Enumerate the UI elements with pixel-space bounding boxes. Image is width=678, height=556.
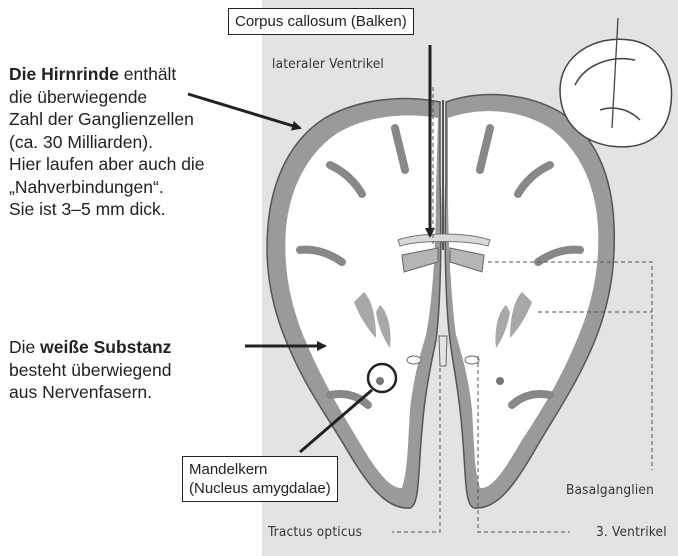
white-matter-line: aus Nervenfasern.	[9, 381, 171, 404]
corpus-callosum-label: Corpus callosum (Balken)	[228, 8, 414, 35]
white-matter-bold: weiße Substanz	[40, 337, 171, 357]
third-ventricle	[439, 336, 447, 366]
cortex-line: „Nahverbindungen“.	[9, 176, 205, 199]
white-matter-description: Die weiße Substanz besteht überwiegend a…	[9, 336, 171, 404]
cortex-line: Sie ist 3–5 mm dick.	[9, 198, 205, 221]
inset-brain-icon	[560, 18, 672, 147]
cortex-line: (ca. 30 Milliarden).	[9, 131, 205, 154]
amygdala-label-line2: (Nucleus amygdalae)	[189, 479, 331, 498]
white-matter-line: besteht überwiegend	[9, 359, 171, 382]
white-matter-prefix: Die	[9, 337, 40, 357]
brain-coronal-section	[267, 95, 614, 509]
third-ventricle-label: 3. Ventrikel	[596, 524, 667, 540]
cortex-bold: Die Hirnrinde	[9, 64, 119, 84]
right-amygdala	[496, 377, 504, 385]
cortex-rest: enthält	[119, 64, 176, 84]
cortex-line: Zahl der Ganglienzellen	[9, 108, 205, 131]
amygdala-label: Mandelkern (Nucleus amygdalae)	[182, 456, 338, 502]
left-optic-tract	[407, 356, 421, 364]
cortex-arrow	[188, 94, 300, 128]
amygdala-label-line1: Mandelkern	[189, 460, 331, 479]
cortex-line: die überwiegende	[9, 86, 205, 109]
amygdala	[376, 377, 384, 385]
basal-ganglia-label: Basalganglien	[566, 482, 654, 498]
optic-tract-label: Tractus opticus	[268, 524, 362, 540]
lateral-ventricle-label: lateraler Ventrikel	[272, 56, 384, 72]
right-optic-tract	[465, 356, 479, 364]
cortex-description: Die Hirnrinde enthält die überwiegende Z…	[9, 63, 205, 221]
cortex-line: Hier laufen aber auch die	[9, 153, 205, 176]
